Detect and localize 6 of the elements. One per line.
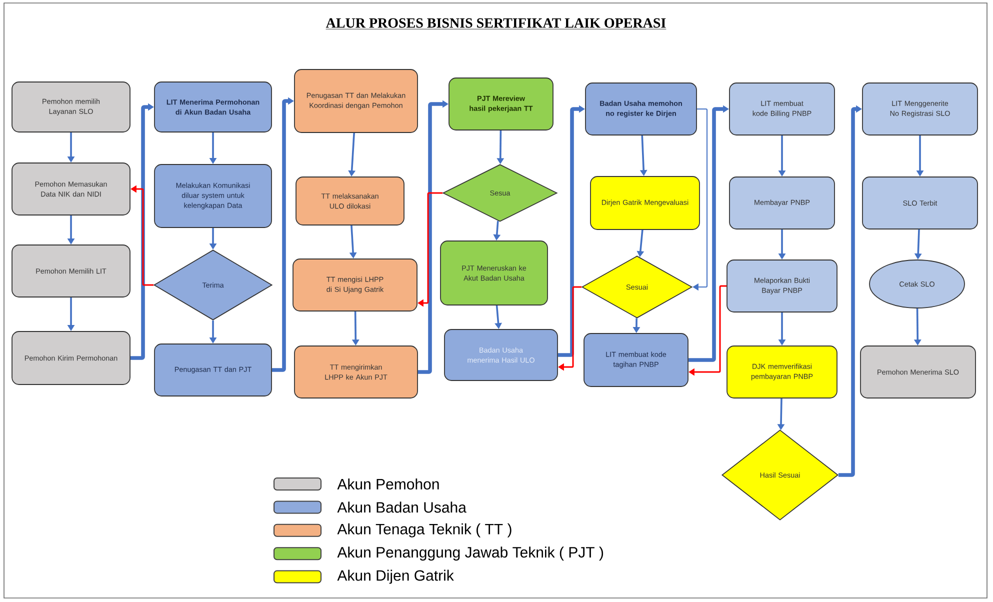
title: ALUR PROSES BISNIS SERTIFIKAT LAIK OPERASI	[326, 18, 666, 30]
legend-label: Akun Penanggung Jawab Teknik ( PJT )	[337, 546, 604, 561]
legend-label: Akun Pemohon	[337, 478, 439, 490]
legend-label: Akun Badan Usaha	[337, 502, 466, 513]
legend-label: Akun Dijen Gatrik	[337, 570, 454, 584]
legend-label: Akun Tenaga Teknik ( TT )	[337, 523, 512, 538]
